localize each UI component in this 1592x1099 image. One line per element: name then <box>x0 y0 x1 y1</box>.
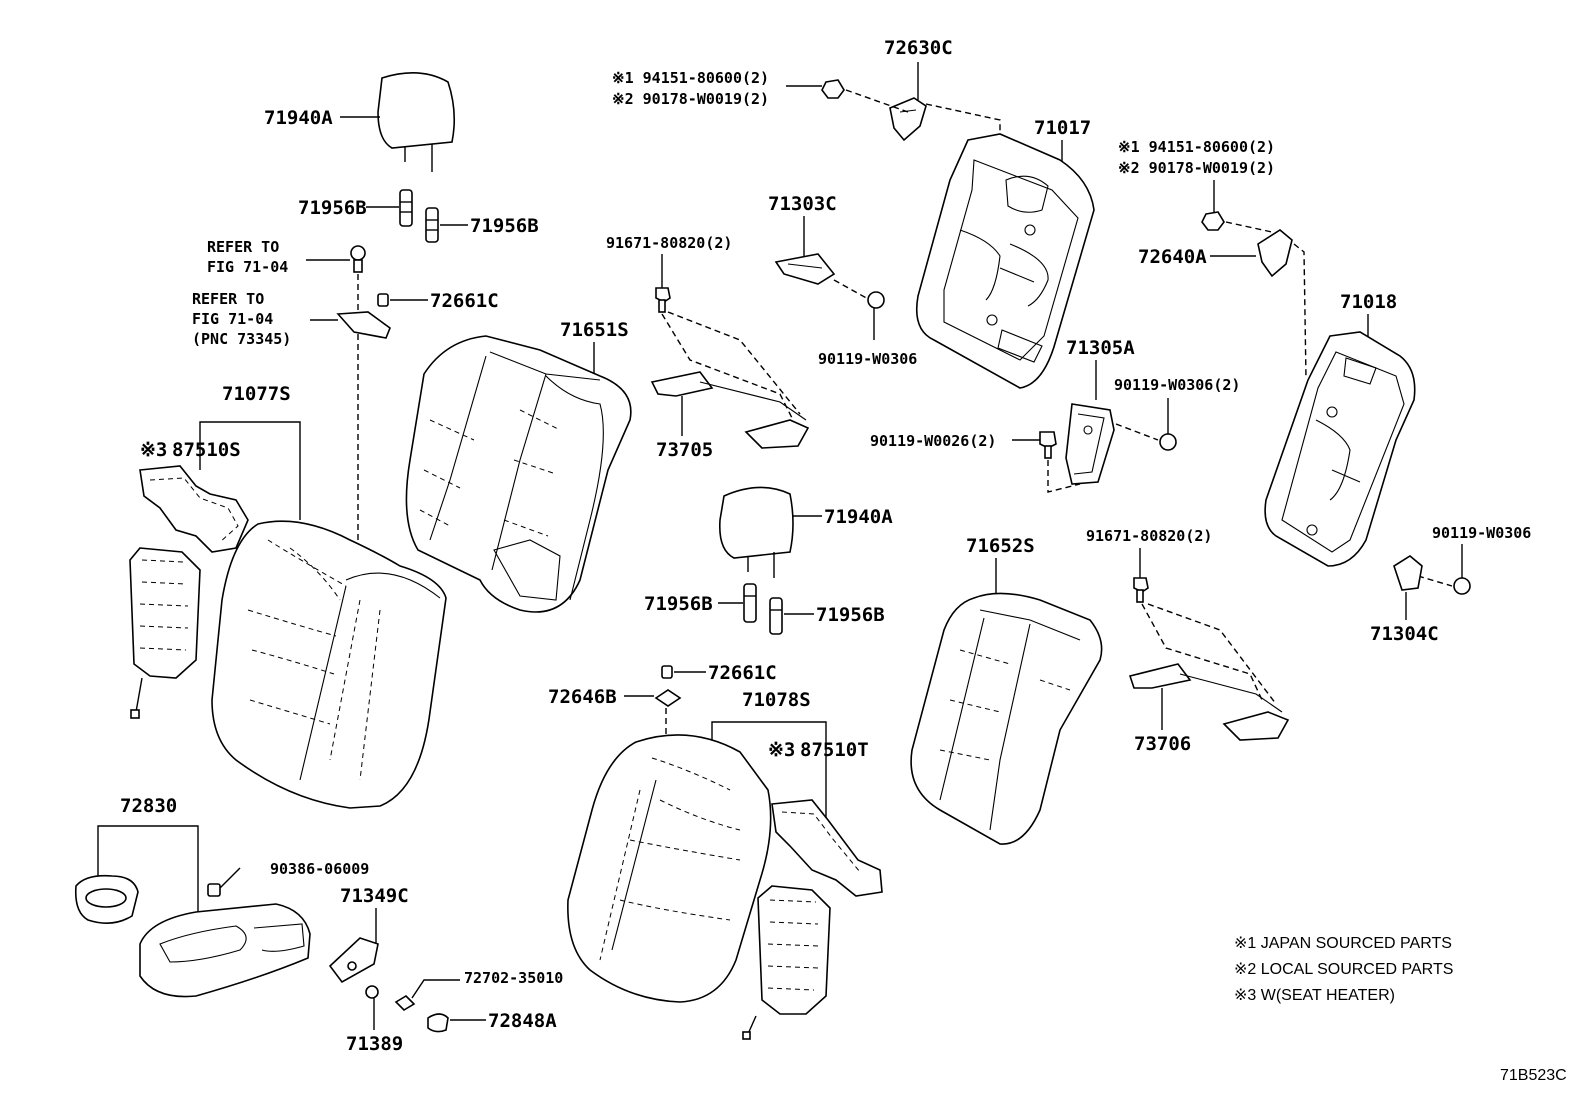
note-left-2: ※2 90178-W0019(2) <box>612 90 769 108</box>
seat-back-71652S <box>910 592 1103 845</box>
headrest-guide-c <box>743 583 757 623</box>
refer-to-2-line3: (PNC 73345) <box>192 330 291 348</box>
label-91671-right: 91671-80820(2) <box>1086 527 1212 545</box>
frame-71017 <box>915 133 1095 389</box>
hinge-71349C <box>328 937 379 984</box>
clip-72661C-left <box>377 293 389 307</box>
label-90119-W0026: 90119-W0026(2) <box>870 432 996 450</box>
label-90119-W0306-d: 90119-W0306 <box>1432 524 1531 542</box>
label-73705: 73705 <box>656 439 713 461</box>
nut-90119-a <box>867 291 885 309</box>
label-71956B-center-b: 71956B <box>816 604 885 626</box>
frame-71018 <box>1264 331 1416 567</box>
mark3-87510T: ※3 <box>768 739 795 761</box>
label-71940A-center: 71940A <box>824 506 893 528</box>
label-72848A: 72848A <box>488 1010 557 1032</box>
label-90119-W0306-b: 90119-W0306(2) <box>1114 376 1240 394</box>
clip-72646B <box>654 689 682 707</box>
label-87510T: 87510T <box>800 739 869 761</box>
clip-90386 <box>207 883 221 897</box>
label-71651S: 71651S <box>560 319 629 341</box>
armrest-body <box>139 903 311 998</box>
legend: ※1 JAPAN SOURCED PARTS ※2 LOCAL SOURCED … <box>1234 935 1453 1004</box>
label-72661C-left: 72661C <box>430 290 499 312</box>
hinge-71304C <box>1393 555 1423 591</box>
figure-code: 71B523C <box>1500 1067 1567 1084</box>
label-71017: 71017 <box>1034 117 1091 139</box>
seat-back-cover-71078S <box>567 734 772 1003</box>
seat-heater-87510T <box>742 799 883 1040</box>
label-72830: 72830 <box>120 795 177 817</box>
cup-holder <box>74 874 139 924</box>
label-72702-35010: 72702-35010 <box>464 969 563 987</box>
seat-heater-87510S <box>129 465 249 719</box>
refer-to-1-line1: REFER TO <box>207 238 279 256</box>
bolt-91671-right <box>1133 577 1149 603</box>
headrest-guide-a <box>399 189 413 227</box>
bracket-73345 <box>336 311 391 339</box>
hook-72640A <box>1257 229 1293 278</box>
refer-to-1-line2: FIG 71-04 <box>207 258 288 276</box>
bracket-71305A <box>1065 403 1115 485</box>
label-71652S: 71652S <box>966 535 1035 557</box>
lock-73706 <box>1128 663 1290 741</box>
label-71303C: 71303C <box>768 193 837 215</box>
label-72646B: 72646B <box>548 686 617 708</box>
nut-94151-left <box>821 79 845 99</box>
label-71018: 71018 <box>1340 291 1397 313</box>
label-71940A-upper: 71940A <box>264 107 333 129</box>
label-71077S: 71077S <box>222 383 291 405</box>
label-71389: 71389 <box>346 1033 403 1055</box>
label-71078S: 71078S <box>742 689 811 711</box>
bolt-refer-1 <box>350 245 366 273</box>
headrest-upper <box>377 72 456 172</box>
note-right-2: ※2 90178-W0019(2) <box>1118 159 1275 177</box>
nut-90119-d <box>1453 577 1471 595</box>
label-72640A: 72640A <box>1138 246 1207 268</box>
headrest-center <box>718 486 794 578</box>
refer-to-2-line2: FIG 71-04 <box>192 310 273 328</box>
seat-back-71651S <box>405 335 632 613</box>
label-71305A: 71305A <box>1066 337 1135 359</box>
seat-back-cover-71077S <box>211 520 447 809</box>
label-71956B-left-b: 71956B <box>470 215 539 237</box>
label-87510S: 87510S <box>172 439 241 461</box>
nut-94151-right <box>1201 211 1225 231</box>
bolt-90119-W0026 <box>1039 431 1057 459</box>
label-71304C: 71304C <box>1370 623 1439 645</box>
label-72630C: 72630C <box>884 37 953 59</box>
label-90119-W0306-a: 90119-W0306 <box>818 350 917 368</box>
legend-item-3: ※3 W(SEAT HEATER) <box>1234 987 1395 1004</box>
label-71956B-center-a: 71956B <box>644 593 713 615</box>
bolt-91671-left <box>655 287 671 313</box>
label-71349C: 71349C <box>340 885 409 907</box>
mark3-87510S: ※3 <box>140 439 167 461</box>
headrest-guide-b <box>425 207 439 243</box>
label-73706: 73706 <box>1134 733 1191 755</box>
headrest-guide-d <box>769 597 783 635</box>
hook-72630C <box>889 97 927 142</box>
cap-72848A <box>427 1013 449 1033</box>
clip-72661C-center <box>661 665 673 679</box>
lock-73705 <box>650 371 810 449</box>
label-91671-left: 91671-80820(2) <box>606 234 732 252</box>
nut-90119-b <box>1159 433 1177 451</box>
note-right-1: ※1 94151-80600(2) <box>1118 138 1275 156</box>
label-72661C-center: 72661C <box>708 662 777 684</box>
label-90386-06009: 90386-06009 <box>270 860 369 878</box>
bushing-71389 <box>365 985 379 999</box>
hinge-71303C <box>774 253 836 285</box>
legend-item-1: ※1 JAPAN SOURCED PARTS <box>1234 935 1452 952</box>
refer-to-2-line1: REFER TO <box>192 290 264 308</box>
screw-72702 <box>394 994 416 1012</box>
legend-item-2: ※2 LOCAL SOURCED PARTS <box>1234 961 1453 978</box>
label-71956B-left-a: 71956B <box>298 197 367 219</box>
note-left-1: ※1 94151-80600(2) <box>612 69 769 87</box>
